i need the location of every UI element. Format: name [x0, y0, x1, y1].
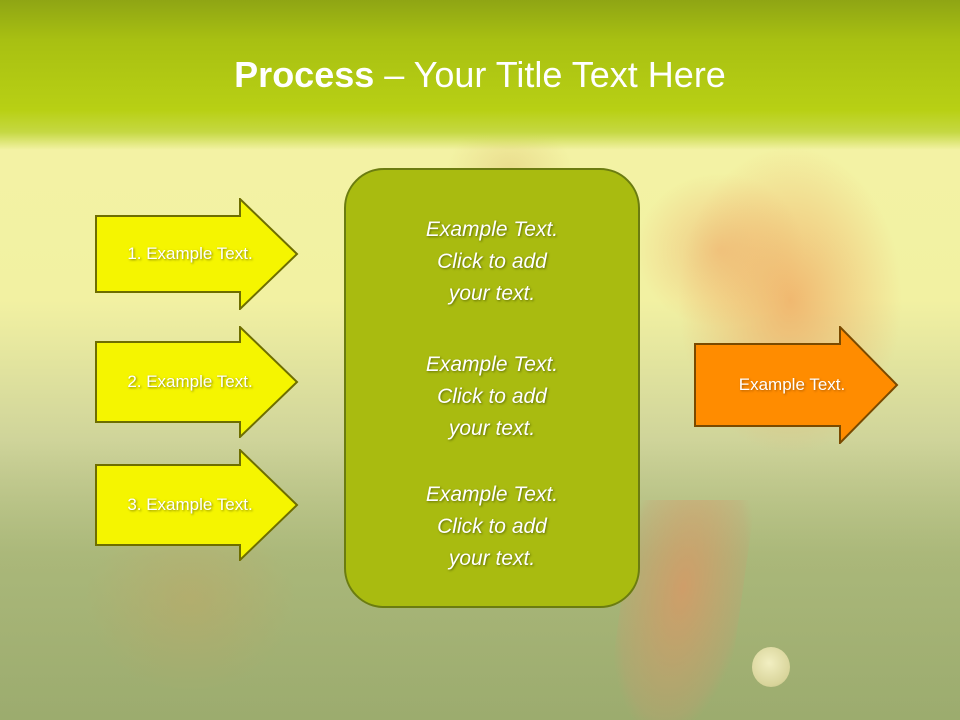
process-arrow-label: 1. Example Text.	[127, 244, 253, 263]
arrow-shape-icon	[95, 198, 299, 310]
output-arrow-label: Example Text.	[738, 375, 846, 394]
center-text-box[interactable]: Example Text. Click to add your text. Ex…	[344, 168, 640, 608]
entry-line: Click to add	[437, 515, 547, 538]
entry-line: your text.	[448, 547, 536, 570]
arrow-shape-icon	[95, 326, 299, 438]
center-entry-1: Example Text. Click to add your text.	[346, 214, 638, 310]
process-arrow-3[interactable]: 3. Example Text.	[95, 449, 299, 561]
entry-line: Example Text.	[425, 353, 559, 376]
entry-line: your text.	[448, 282, 536, 305]
center-entry-3: Example Text. Click to add your text.	[346, 479, 638, 575]
entry-line: your text.	[448, 417, 536, 440]
title-band	[0, 0, 960, 150]
entry-line: Click to add	[437, 385, 547, 408]
process-arrow-2[interactable]: 2. Example Text.	[95, 326, 299, 438]
center-entry-2: Example Text. Click to add your text.	[346, 349, 638, 445]
slide-title[interactable]: Process – Your Title Text Here	[0, 52, 960, 98]
entry-line: Click to add	[437, 250, 547, 273]
title-rest: – Your Title Text Here	[374, 54, 726, 95]
entry-line: Example Text.	[425, 483, 559, 506]
background-shirt-button	[752, 647, 790, 687]
process-arrow-label: 2. Example Text.	[127, 372, 253, 391]
title-bold: Process	[234, 54, 375, 95]
process-arrow-1[interactable]: 1. Example Text.	[95, 198, 299, 310]
output-arrow[interactable]: Example Text.	[694, 326, 900, 444]
arrow-shape-icon	[694, 326, 899, 444]
entry-line: Example Text.	[425, 218, 559, 241]
process-arrow-label: 3. Example Text.	[127, 495, 253, 514]
arrow-shape-icon	[95, 449, 299, 561]
